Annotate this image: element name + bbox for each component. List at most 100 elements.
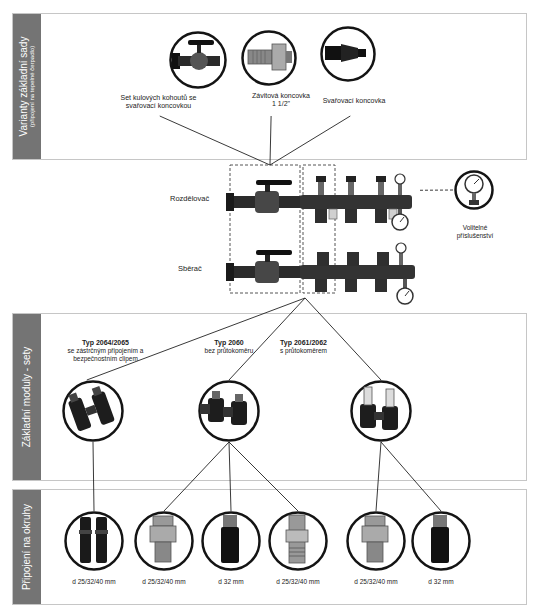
circle-outline (320, 26, 376, 82)
weld-connector-illustration (223, 515, 237, 527)
weld-connector-illustration (221, 515, 239, 563)
module-node: Typ 2061/2062s průtokoměrem (266, 339, 416, 443)
variant-node: Závitová koncovka 1 1/2" (236, 29, 314, 116)
size-caption: d 25/32/40 mm (132, 578, 196, 586)
size-caption: d 32 mm (409, 578, 473, 586)
threaded-end-illustration (253, 50, 254, 64)
compression-fitting-illustration (362, 516, 388, 562)
section-band: Připojení na okruhyd 25/32/40 mmd 25/32/… (12, 489, 527, 605)
compression-fitting-illustration (155, 542, 171, 562)
distributor-manifold (395, 174, 405, 184)
distributor-manifold (329, 209, 337, 219)
compression-fitting-illustration (153, 516, 173, 526)
distributor-manifold (226, 193, 234, 211)
distributor-manifold (348, 181, 354, 195)
band-heading: Varianty základní sady (18, 37, 30, 137)
distributor-manifold (226, 196, 302, 208)
band-label-box: Základní moduly - sety (13, 314, 41, 480)
connector-line (376, 442, 381, 511)
module-illustration (235, 394, 243, 402)
threaded-fitting-illustration (286, 530, 308, 542)
circle-outline (350, 380, 412, 442)
distributor-manifold (400, 217, 404, 222)
connector-line (160, 116, 270, 165)
type-description: bez průtokoměru (184, 347, 274, 355)
accessory-node: Volitelné příslušenství (448, 168, 502, 248)
circle-outline (454, 170, 494, 210)
caption-box: Typ 2060bez průtokoměru (184, 339, 274, 355)
connector-line (93, 442, 94, 511)
gauge-illustration (469, 200, 479, 205)
part-caption: Svařovací koncovka (317, 97, 391, 105)
part-caption: Set kulových kohoutů se svařovací koncov… (116, 94, 201, 111)
threaded-end-illustration (286, 51, 292, 63)
plug-module-illustration (68, 397, 92, 432)
connector-line (87, 298, 305, 380)
manifold-label: Rozdělovač (170, 195, 209, 204)
plug-module-illustration (66, 383, 115, 434)
circle-outline (64, 511, 124, 571)
plug-module-illustration (69, 392, 79, 402)
dashed-bracket (230, 165, 300, 293)
ball-valve-illustration (197, 44, 201, 53)
collector-manifold (377, 252, 389, 266)
connection-node: d 25/32/40 mm (266, 506, 330, 596)
circle-outline (348, 513, 405, 570)
connector-line (229, 442, 231, 511)
weld-connector-illustration (431, 515, 449, 563)
connection-node: d 25/32/40 mm (62, 506, 126, 596)
collector-manifold (226, 243, 415, 304)
type-title: Typ 2061/2062 (266, 339, 341, 347)
size-caption: d 32 mm (199, 578, 263, 586)
distributor-manifold (265, 184, 270, 192)
circle-outline (203, 513, 260, 570)
distributor-manifold (392, 214, 408, 230)
module-node: Typ 2064/2065se zástrčným připojením a b… (51, 339, 151, 443)
distributor-manifold (398, 209, 402, 215)
flowmeter-module-illustration (382, 406, 398, 430)
distributor-manifold (346, 176, 356, 182)
circle-outline (268, 511, 328, 571)
circle-outline (169, 31, 227, 89)
collector-manifold (255, 261, 279, 283)
circle-outline (413, 513, 470, 570)
threaded-end-illustration (257, 50, 258, 64)
plug-pipe-illustration (79, 517, 108, 563)
weld-connector-illustration (431, 527, 449, 563)
caption-box: Typ 2064/2065se zástrčným připojením a b… (63, 339, 148, 363)
circle-outline (352, 382, 411, 441)
caption-box: Závitová koncovka 1 1/2" (250, 92, 312, 109)
circle-outline (270, 513, 327, 570)
caption-box: d 25/32/40 mm (62, 578, 126, 586)
collector-manifold (300, 265, 415, 279)
manifold-label: Sběrač (178, 265, 202, 274)
band-heading: Základní moduly - sety (21, 347, 33, 448)
weld-end-illustration (325, 44, 366, 62)
size-caption: d 25/32/40 mm (344, 578, 408, 586)
ball-valve-illustration (190, 52, 208, 70)
ball-valve-illustration (172, 40, 220, 70)
circle-outline (200, 382, 259, 441)
caption-box: d 25/32/40 mm (132, 578, 196, 586)
collector-manifold (399, 252, 403, 265)
connector-line (229, 442, 298, 511)
circle-outline (198, 380, 260, 442)
circle-outline (456, 172, 493, 209)
threaded-end-illustration (272, 44, 286, 70)
threaded-fitting-illustration (289, 556, 305, 557)
compression-fitting-illustration (367, 542, 383, 562)
module-illustration (212, 391, 220, 399)
caption-box: d 25/32/40 mm (344, 578, 408, 586)
connection-node: d 32 mm (409, 506, 473, 596)
connection-node: d 32 mm (199, 506, 263, 596)
module-illustration (200, 391, 247, 425)
distributor-manifold (318, 181, 324, 195)
manifold-node: RozdělovačSběrač (160, 165, 420, 298)
circle-outline (66, 513, 123, 570)
gauge-illustration (465, 175, 483, 193)
circle-outline (322, 28, 375, 81)
connection-node: d 25/32/40 mm (344, 506, 408, 596)
collector-manifold (347, 252, 359, 266)
distributor-manifold (345, 209, 357, 223)
